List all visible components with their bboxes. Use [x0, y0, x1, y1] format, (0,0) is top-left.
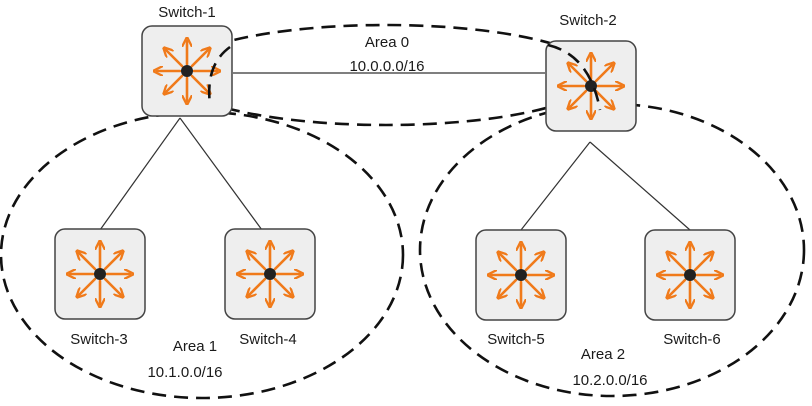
switch-2-label: Switch-2 [559, 12, 617, 29]
link-s1-s3 [99, 117, 181, 231]
area-0-name: Area 0 [365, 34, 409, 51]
switch-1[interactable] [142, 26, 232, 116]
switch-router-icon [142, 26, 232, 116]
link-s1-s4 [179, 117, 263, 231]
switch-router-icon [645, 230, 735, 320]
switch-2[interactable] [546, 41, 636, 131]
labels-layer: Switch-1 Switch-2 Switch-3 Switch-4 Swit… [70, 4, 721, 348]
link-s2-s5 [520, 141, 591, 231]
switch-router-icon [546, 41, 636, 131]
switch-1-label: Switch-1 [158, 4, 216, 21]
switch-6-label: Switch-6 [663, 331, 721, 348]
switch-router-icon [225, 229, 315, 319]
switch-3-label: Switch-3 [70, 331, 128, 348]
area-0-overlay [207, 43, 602, 111]
switch-5[interactable] [476, 230, 566, 320]
area-2-subnet: 10.2.0.0/16 [572, 372, 647, 389]
area-1-name: Area 1 [173, 338, 217, 355]
area-1-subnet: 10.1.0.0/16 [147, 364, 222, 381]
switch-router-icon [55, 229, 145, 319]
area-labels-layer: Area 0 10.0.0.0/16 Area 1 10.1.0.0/16 Ar… [147, 34, 647, 389]
switch-6[interactable] [645, 230, 735, 320]
switch-router-icon [476, 230, 566, 320]
links-layer [99, 72, 691, 231]
area-2-name: Area 2 [581, 346, 625, 363]
switch-5-label: Switch-5 [487, 331, 545, 348]
area-0-subnet: 10.0.0.0/16 [349, 58, 424, 75]
link-s2-s6 [589, 141, 691, 231]
switch-4[interactable] [225, 229, 315, 319]
switch-3[interactable] [55, 229, 145, 319]
switch-4-label: Switch-4 [239, 331, 297, 348]
